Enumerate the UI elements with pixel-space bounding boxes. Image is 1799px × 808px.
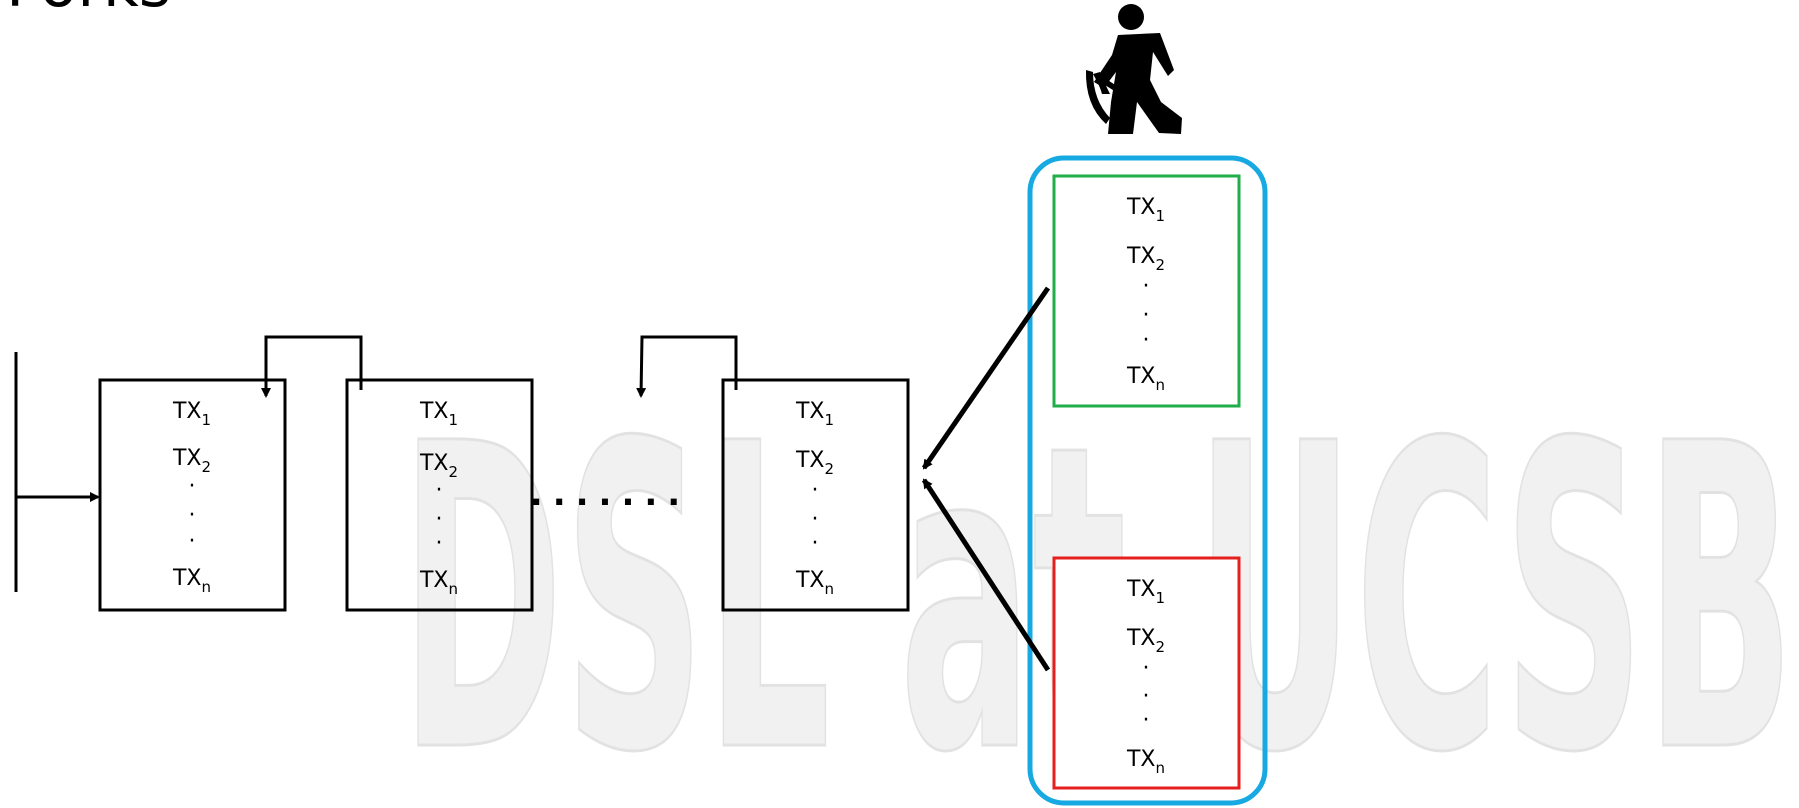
svg-text:·: · <box>436 531 443 556</box>
svg-text:·: · <box>1143 328 1150 353</box>
svg-text:·: · <box>1143 684 1150 709</box>
svg-text:TX1: TX1 <box>1126 195 1165 225</box>
svg-text:TX2: TX2 <box>1126 626 1165 656</box>
svg-text:·: · <box>1143 708 1150 733</box>
svg-text:TX2: TX2 <box>795 448 834 478</box>
back-pointer-arrow-3 <box>636 335 738 398</box>
svg-text:TX1: TX1 <box>795 399 834 429</box>
svg-text:TX2: TX2 <box>172 446 211 476</box>
svg-text:·: · <box>189 503 196 528</box>
svg-text:·: · <box>436 507 443 532</box>
svg-text:TXn: TXn <box>419 568 458 598</box>
genesis-marker <box>14 352 100 592</box>
svg-text:·: · <box>1143 656 1150 681</box>
back-pointer-arrow-2 <box>261 335 363 398</box>
svg-text:·: · <box>812 531 819 556</box>
candidate-block-a: TX1 TX2 · · · TXn <box>1052 174 1241 408</box>
candidate-block-b: TX1 TX2 · · · TXn <box>1052 556 1241 790</box>
block-3: TX1 TX2 · · · TXn <box>721 378 910 612</box>
svg-text:TX2: TX2 <box>1126 244 1165 274</box>
svg-text:·: · <box>189 529 196 554</box>
block-2: TX1 TX2 · · · TXn <box>345 378 534 612</box>
svg-text:TXn: TXn <box>795 568 834 598</box>
svg-text:·: · <box>436 478 443 503</box>
svg-text:TX1: TX1 <box>419 399 458 429</box>
svg-text:·: · <box>1143 274 1150 299</box>
svg-text:TXn: TXn <box>1126 747 1165 777</box>
svg-text:·: · <box>812 507 819 532</box>
svg-text:TX1: TX1 <box>172 399 211 429</box>
svg-text:TXn: TXn <box>1126 364 1165 394</box>
fork-arrow-b <box>921 478 1051 672</box>
page-title: Forks <box>6 0 171 21</box>
candidate-blocks-group <box>1027 155 1268 806</box>
svg-text:TX2: TX2 <box>419 451 458 481</box>
block-1: TX1 TX2 · · · TXn <box>98 378 287 612</box>
miner-icon <box>1085 4 1182 134</box>
svg-text:·: · <box>1143 303 1150 328</box>
fork-arrow-a <box>921 286 1051 470</box>
svg-text:TX1: TX1 <box>1126 577 1165 607</box>
svg-text:·: · <box>189 474 196 499</box>
ellipsis: ....... <box>530 474 690 514</box>
svg-text:TXn: TXn <box>172 566 211 596</box>
svg-text:·: · <box>812 478 819 503</box>
